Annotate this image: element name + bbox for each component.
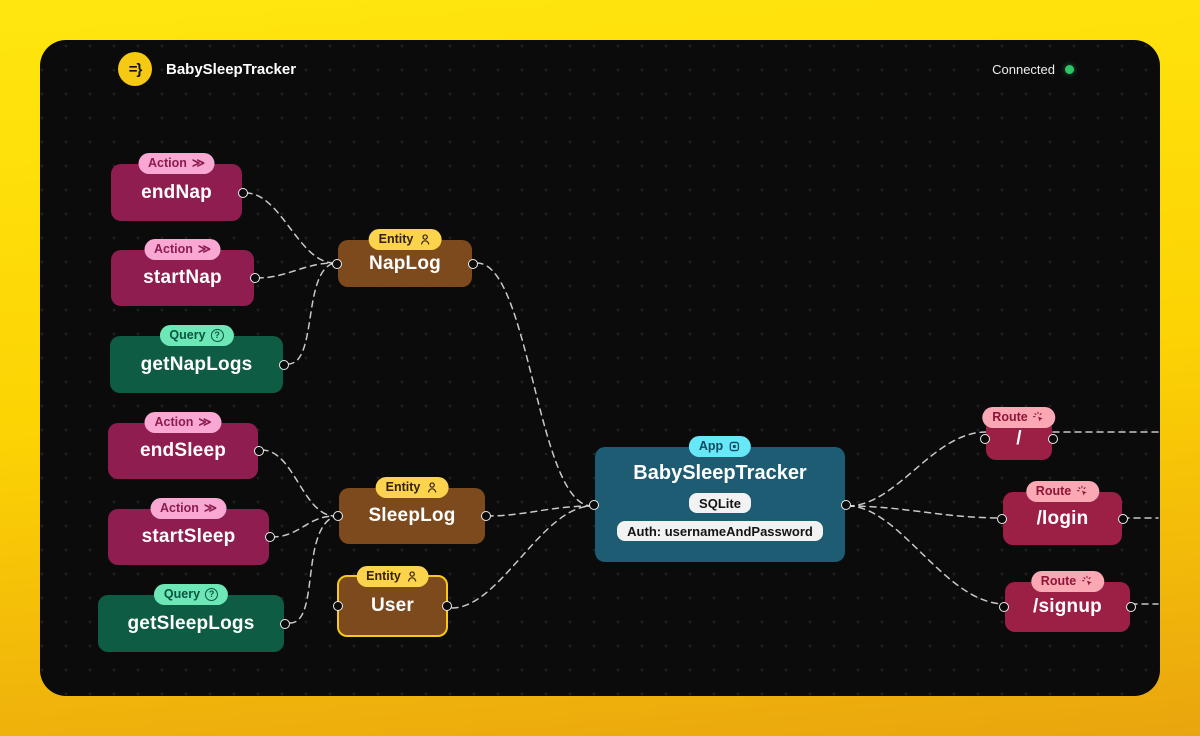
route-badge: Route <box>982 407 1056 428</box>
node-endNap[interactable]: Action ≫ endNap <box>111 153 248 221</box>
chevrons-right-icon: ≫ <box>198 415 212 429</box>
node-label: NapLog <box>369 252 441 274</box>
connection-status: Connected <box>992 62 1074 77</box>
badge-label: Route <box>1040 574 1077 588</box>
app-node-title: BabySleepTracker <box>633 462 807 484</box>
output-port[interactable] <box>254 446 264 456</box>
node-route-signup[interactable]: Route /signup <box>999 571 1136 632</box>
node-label: getNapLogs <box>140 353 253 375</box>
cursor-click-icon <box>1076 485 1087 496</box>
logo-glyph: =} <box>128 60 143 78</box>
output-port[interactable] <box>481 511 491 521</box>
status-label: Connected <box>992 61 1055 77</box>
badge-label: Action <box>148 156 187 170</box>
input-port[interactable] <box>999 602 1009 612</box>
chevrons-right-icon: ≫ <box>203 501 217 515</box>
database-pill: SQLite <box>689 493 751 513</box>
output-port[interactable] <box>468 258 478 269</box>
node-napLog[interactable]: Entity NapLog <box>332 229 478 287</box>
route-badge: Route <box>1025 481 1100 502</box>
route-badge: Route <box>1030 571 1105 592</box>
chevrons-right-icon: ≫ <box>197 242 211 256</box>
output-port[interactable] <box>279 359 289 370</box>
app-badge: App <box>688 436 752 457</box>
action-badge: Action ≫ <box>144 412 222 433</box>
output-port[interactable] <box>442 601 452 611</box>
badge-label: Query <box>169 328 206 342</box>
node-label: endNap <box>141 181 212 203</box>
node-endSleep[interactable]: Action ≫ endSleep <box>108 412 264 479</box>
chip-icon <box>729 441 740 452</box>
badge-label: Action <box>154 242 193 256</box>
query-badge: Query? <box>159 325 234 346</box>
badge-label: Route <box>1035 484 1072 498</box>
node-sleepLog[interactable]: Entity SleepLog <box>333 477 491 544</box>
entity-badge: Entity <box>368 229 442 250</box>
diagram-canvas[interactable] <box>40 40 1160 696</box>
output-port[interactable] <box>1118 513 1128 524</box>
node-getNapLogs[interactable]: Query? getNapLogs <box>110 325 289 393</box>
input-port[interactable] <box>589 499 599 510</box>
badge-label: Route <box>992 410 1028 424</box>
node-label: / <box>1016 428 1022 449</box>
input-port[interactable] <box>997 513 1007 524</box>
node-getSleepLogs[interactable]: Query? getSleepLogs <box>98 584 290 652</box>
status-dot-icon <box>1065 64 1074 74</box>
node-label: User <box>370 595 415 616</box>
node-startNap[interactable]: Action ≫ startNap <box>111 239 260 306</box>
output-port[interactable] <box>1048 434 1058 444</box>
input-port[interactable] <box>980 434 990 444</box>
node-app[interactable]: App BabySleepTracker SQLite Auth: userna… <box>589 436 851 562</box>
output-port[interactable] <box>1126 602 1136 612</box>
cursor-click-icon <box>1081 575 1092 586</box>
badge-label: Entity <box>366 569 401 583</box>
node-label: getSleepLogs <box>127 612 255 634</box>
person-icon <box>420 234 430 245</box>
person-icon <box>408 571 417 582</box>
node-user[interactable]: Entity User <box>333 566 452 637</box>
badge-label: Action <box>154 415 194 429</box>
chevrons-right-icon: ≫ <box>191 156 205 170</box>
header: =} BabySleepTracker Connected <box>40 40 1160 98</box>
entity-badge: Entity <box>356 566 429 587</box>
output-port[interactable] <box>238 187 248 198</box>
node-route-root[interactable]: Route / <box>980 407 1058 460</box>
output-port[interactable] <box>280 618 290 629</box>
badge-label: Action <box>160 501 199 515</box>
node-startSleep[interactable]: Action ≫ startSleep <box>108 498 275 565</box>
cursor-click-icon <box>1033 411 1044 422</box>
input-port[interactable] <box>333 601 343 611</box>
person-icon <box>427 482 437 493</box>
output-port[interactable] <box>250 273 260 283</box>
question-circle-icon: ? <box>205 588 219 601</box>
badge-label: Entity <box>385 480 421 494</box>
input-port[interactable] <box>333 511 343 521</box>
node-label: /signup <box>1033 596 1102 617</box>
app-logo-icon: =} <box>118 52 152 86</box>
badge-label: App <box>698 439 724 453</box>
action-badge: Action ≫ <box>138 153 215 174</box>
node-label: /login <box>1036 507 1089 529</box>
query-badge: Query? <box>153 584 229 605</box>
node-label: startNap <box>143 267 222 288</box>
action-badge: Action ≫ <box>150 498 227 519</box>
output-port[interactable] <box>841 499 851 510</box>
badge-label: Entity <box>378 232 414 246</box>
input-port[interactable] <box>332 258 342 269</box>
node-label: startSleep <box>141 526 236 547</box>
auth-pill: Auth: usernameAndPassword <box>617 521 823 541</box>
node-route-login[interactable]: Route /login <box>997 481 1128 545</box>
page-title: BabySleepTracker <box>166 60 297 78</box>
node-label: endSleep <box>139 440 227 461</box>
action-badge: Action ≫ <box>144 239 221 260</box>
entity-badge: Entity <box>375 477 449 498</box>
node-label: SleepLog <box>368 505 456 526</box>
badge-label: Query <box>163 587 201 601</box>
output-port[interactable] <box>265 532 275 542</box>
question-circle-icon: ? <box>210 329 224 342</box>
